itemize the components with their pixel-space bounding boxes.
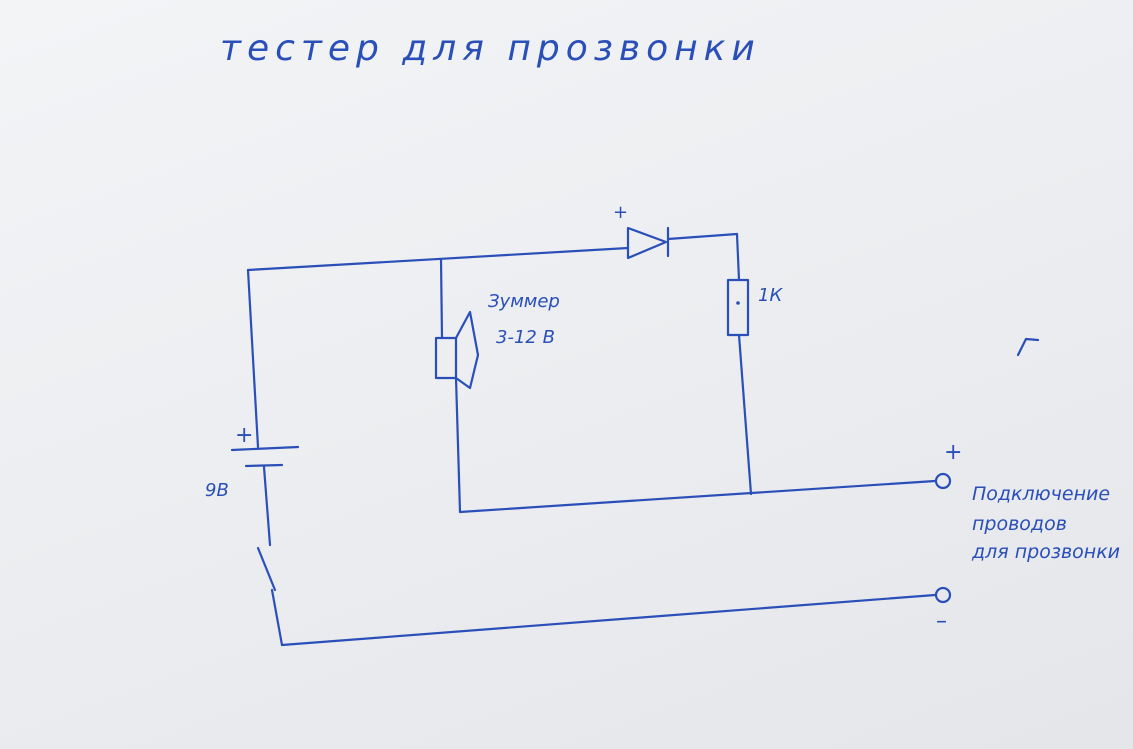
diagram-title: тестер для прозвонки <box>220 28 761 69</box>
wire-bottom <box>280 593 937 647</box>
diode-triangle <box>626 226 668 260</box>
wire-battery-down <box>262 465 272 547</box>
note-line-2: проводов <box>972 513 1067 535</box>
buzzer-horn <box>454 310 480 390</box>
stray-mark <box>1016 337 1040 357</box>
battery-long-plate <box>230 445 300 452</box>
wire-left <box>246 268 260 449</box>
wire-buzzer-top <box>439 257 444 340</box>
buzzer-body <box>434 336 458 380</box>
wire-lower <box>458 479 937 514</box>
wire-diode-right <box>666 232 739 241</box>
switch-blade <box>256 546 277 592</box>
terminal-minus-sign: – <box>936 609 947 634</box>
resistor-label: 1К <box>758 285 783 306</box>
terminal-minus <box>934 586 952 604</box>
buzzer-label-1: Зуммер <box>488 291 560 312</box>
battery-plus-sign: + <box>235 423 253 448</box>
buzzer-label-2: 3-12 В <box>496 327 555 348</box>
wire-top <box>246 246 630 272</box>
terminal-plus <box>934 472 952 490</box>
battery-short-plate <box>244 463 284 468</box>
battery-label: 9В <box>205 480 229 501</box>
diode-plus-sign: + <box>613 202 628 223</box>
wire-buzzer-bottom <box>454 376 462 514</box>
resistor-body <box>726 278 750 337</box>
wire-resistor-bottom <box>737 333 753 496</box>
wire-resistor-top <box>735 232 741 282</box>
terminal-plus-sign: + <box>944 440 962 465</box>
resistor-dot <box>736 301 740 305</box>
wire-switch-down <box>270 588 284 647</box>
note-line-1: Подключение <box>972 483 1110 505</box>
note-line-3: для прозвонки <box>971 541 1120 563</box>
